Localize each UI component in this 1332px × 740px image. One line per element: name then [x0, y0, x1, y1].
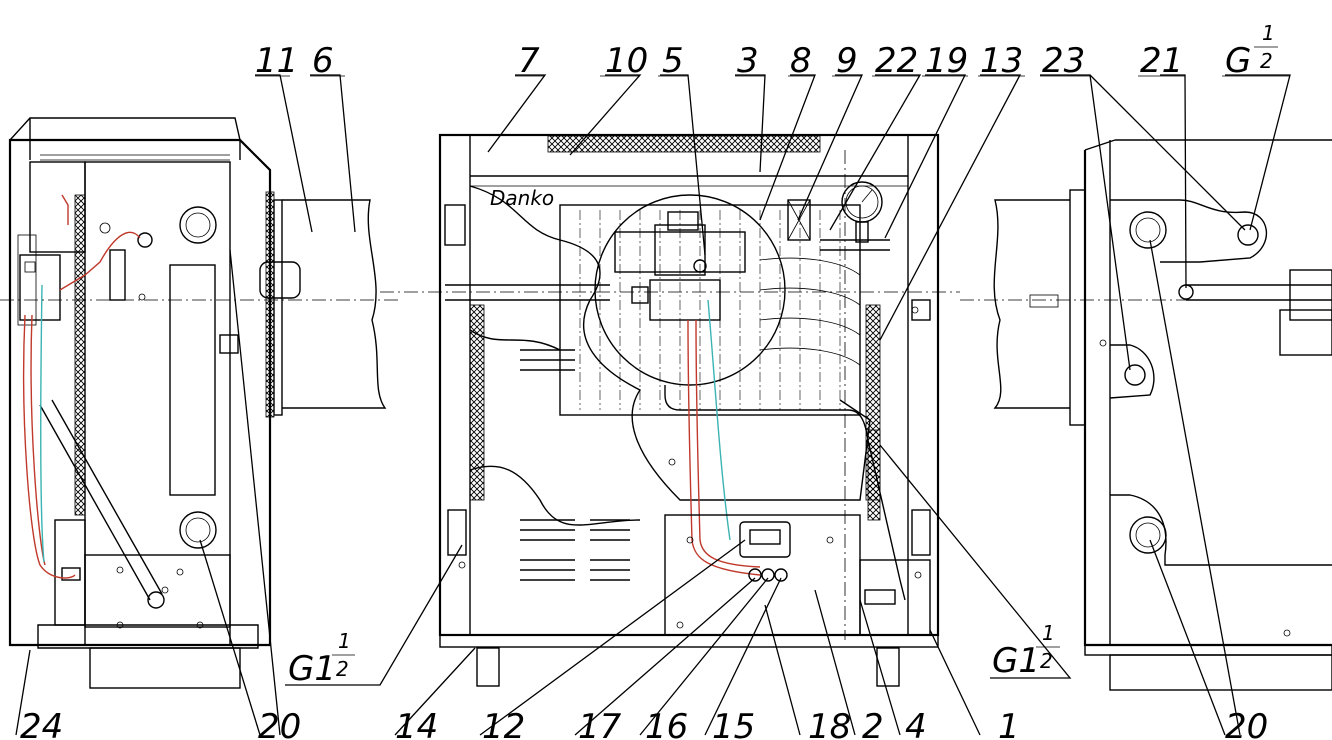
- label-20-right: 20: [1225, 707, 1268, 740]
- label-23: 23: [1042, 41, 1085, 81]
- label-10: 10: [605, 41, 648, 81]
- thread-g1-left-num: 1: [338, 629, 351, 653]
- left-side-view: [0, 117, 400, 689]
- label-7: 7: [518, 41, 540, 81]
- thread-g1-right-num: 1: [1042, 621, 1055, 645]
- label-1: 1: [998, 707, 1020, 740]
- thread-g-den: 2: [1260, 49, 1273, 73]
- label-12: 12: [482, 707, 525, 740]
- right-side-view: [960, 139, 1332, 691]
- thread-g1-right-main: G1: [992, 641, 1040, 681]
- brand-logo-text: Danko: [490, 186, 554, 210]
- thread-g-main: G: [1225, 41, 1251, 81]
- leader-lines: [15, 74, 1291, 736]
- thread-g1-left-main: G1: [288, 649, 336, 689]
- label-4: 4: [905, 707, 927, 740]
- label-11: 11: [255, 41, 298, 81]
- thread-label-g-half: G 1 2: [1225, 21, 1278, 81]
- label-21: 21: [1140, 41, 1183, 81]
- left-view-section-cut: [282, 199, 387, 409]
- label-16: 16: [645, 707, 688, 740]
- label-14: 14: [395, 707, 438, 740]
- label-3: 3: [737, 41, 759, 81]
- thread-label-g1-half-right: G1 1 2: [992, 621, 1060, 681]
- thread-label-g1-half-left: G1 1 2: [288, 629, 355, 689]
- thread-g1-left-den: 2: [336, 657, 349, 681]
- label-19: 19: [925, 41, 968, 81]
- label-6: 6: [312, 41, 334, 81]
- label-18: 18: [808, 707, 851, 740]
- label-13: 13: [980, 41, 1023, 81]
- label-17: 17: [578, 707, 622, 740]
- label-2: 2: [862, 707, 884, 740]
- thread-g1-right-den: 2: [1040, 649, 1053, 673]
- front-louvres: [520, 349, 630, 581]
- label-underlines: [255, 75, 1290, 686]
- label-5: 5: [662, 41, 684, 81]
- label-9: 9: [836, 41, 858, 81]
- label-24: 24: [20, 707, 63, 740]
- thread-g-num: 1: [1262, 21, 1275, 45]
- label-15: 15: [712, 707, 755, 740]
- label-22: 22: [875, 41, 918, 81]
- label-20-left: 20: [258, 707, 301, 740]
- front-view: Danko: [380, 133, 960, 687]
- callout-labels: 11 6 7 10 5 3 8 9 22 19 13 23 21 G 1 2 G…: [20, 21, 1278, 740]
- label-8: 8: [790, 41, 812, 81]
